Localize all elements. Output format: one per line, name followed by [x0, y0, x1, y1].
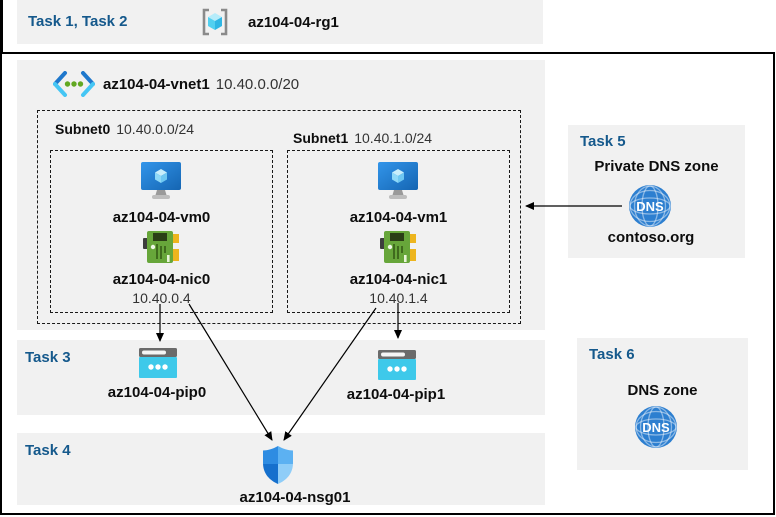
- resource-group-name: az104-04-rg1: [248, 14, 339, 31]
- task5-label: Task 5: [580, 133, 626, 150]
- dns-zone-icon: DNS: [634, 405, 678, 449]
- virtual-network-icon: [53, 71, 95, 97]
- task12-label: Task 1, Task 2: [28, 13, 128, 30]
- resource-group-band: Task 1, Task 2 az104-04-rg1: [17, 0, 543, 44]
- pip0-icon: [139, 348, 177, 378]
- task3-label: Task 3: [25, 349, 71, 366]
- subnet0-name: Subnet0: [55, 121, 111, 137]
- vnet-panel: az104-04-vnet1 10.40.0.0/20 Subnet0 10.4…: [17, 60, 545, 330]
- subnet1-cidr: 10.40.1.0/24: [354, 130, 433, 146]
- nic1-icon: [380, 229, 416, 265]
- nsg-name: az104-04-nsg01: [239, 489, 351, 506]
- dns-icon-text: DNS: [636, 199, 664, 214]
- subnet1-name: Subnet1: [293, 130, 349, 146]
- nic0-icon: [143, 229, 179, 265]
- task4-label: Task 4: [25, 442, 71, 459]
- task6-label: Task 6: [589, 346, 635, 363]
- task6-box: Task 6 DNS zone DNS: [577, 338, 748, 470]
- subnet0-box: az104-04-vm0 az104-04-nic0 10.40.0.4: [50, 150, 273, 313]
- vnet-cidr: 10.40.0.0/20: [215, 76, 300, 93]
- subnet1-box: az104-04-vm1 az104-04-nic1 10.40.1.4: [287, 150, 510, 313]
- vm0-name: az104-04-vm0: [112, 209, 211, 226]
- pip1-name: az104-04-pip1: [346, 386, 446, 403]
- resource-group-icon: [200, 7, 230, 37]
- dns-icon-text: DNS: [642, 420, 670, 435]
- task5-box: Task 5 Private DNS zone DNS contoso.org: [568, 125, 745, 258]
- nic0-name: az104-04-nic0: [112, 271, 211, 288]
- vnet-name: az104-04-vnet1: [103, 76, 210, 93]
- dns-zone-title: DNS zone: [627, 382, 698, 399]
- subnets-container-box: [37, 110, 521, 324]
- diagram-outer-box: [0, 52, 775, 515]
- pip1-icon: [378, 350, 416, 380]
- private-dns-zone-icon: DNS: [628, 184, 672, 228]
- nic1-name: az104-04-nic1: [349, 271, 448, 288]
- vm0-icon: [140, 162, 182, 200]
- subnet0-cidr: 10.40.0.0/24: [116, 121, 195, 137]
- task3-band: Task 3 az104-04-pip0 az104-04-pip1: [17, 340, 545, 415]
- vm1-name: az104-04-vm1: [349, 209, 448, 226]
- private-dns-zone-title: Private DNS zone: [594, 158, 719, 175]
- nic1-ip: 10.40.1.4: [369, 290, 428, 306]
- nsg-shield-icon: [262, 446, 294, 484]
- outer-border-left: [0, 0, 3, 54]
- pip0-name: az104-04-pip0: [107, 384, 207, 401]
- task4-band: Task 4 az104-04-nsg01: [17, 433, 545, 506]
- vm1-icon: [377, 162, 419, 200]
- nic0-ip: 10.40.0.4: [132, 290, 191, 306]
- private-dns-zone-name: contoso.org: [607, 229, 695, 246]
